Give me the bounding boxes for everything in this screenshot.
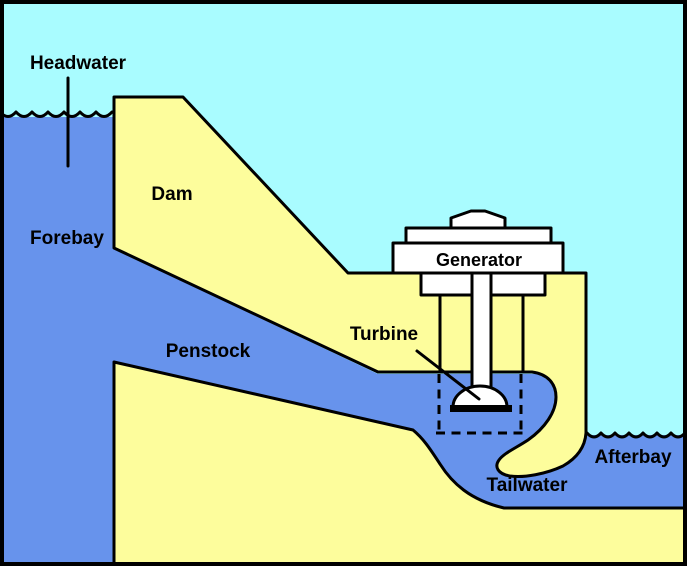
headwater-label: Headwater [30, 53, 127, 74]
turbine-pointer-line [415, 349, 481, 401]
forebay-waterline [0, 110, 116, 118]
generator-shaft [470, 271, 493, 391]
turbine-base [450, 405, 512, 412]
turbine-label: Turbine [350, 324, 418, 345]
ground-riverbed [112, 360, 687, 566]
generator-left-support [419, 271, 474, 297]
afterbay-waterline [585, 431, 687, 439]
generator-housing [391, 241, 565, 275]
penstock-label: Penstock [166, 341, 251, 362]
tailwater-label: Tailwater [487, 475, 569, 496]
generator-right-support [489, 271, 547, 297]
generator-label: Generator [436, 250, 522, 270]
turbine-dome [451, 384, 509, 409]
dam-label: Dam [151, 184, 192, 205]
forebay-label: Forebay [30, 228, 104, 249]
dam-powerhouse-structure [112, 95, 588, 478]
generator-upper-box [404, 226, 553, 245]
afterbay-label: Afterbay [594, 447, 672, 468]
